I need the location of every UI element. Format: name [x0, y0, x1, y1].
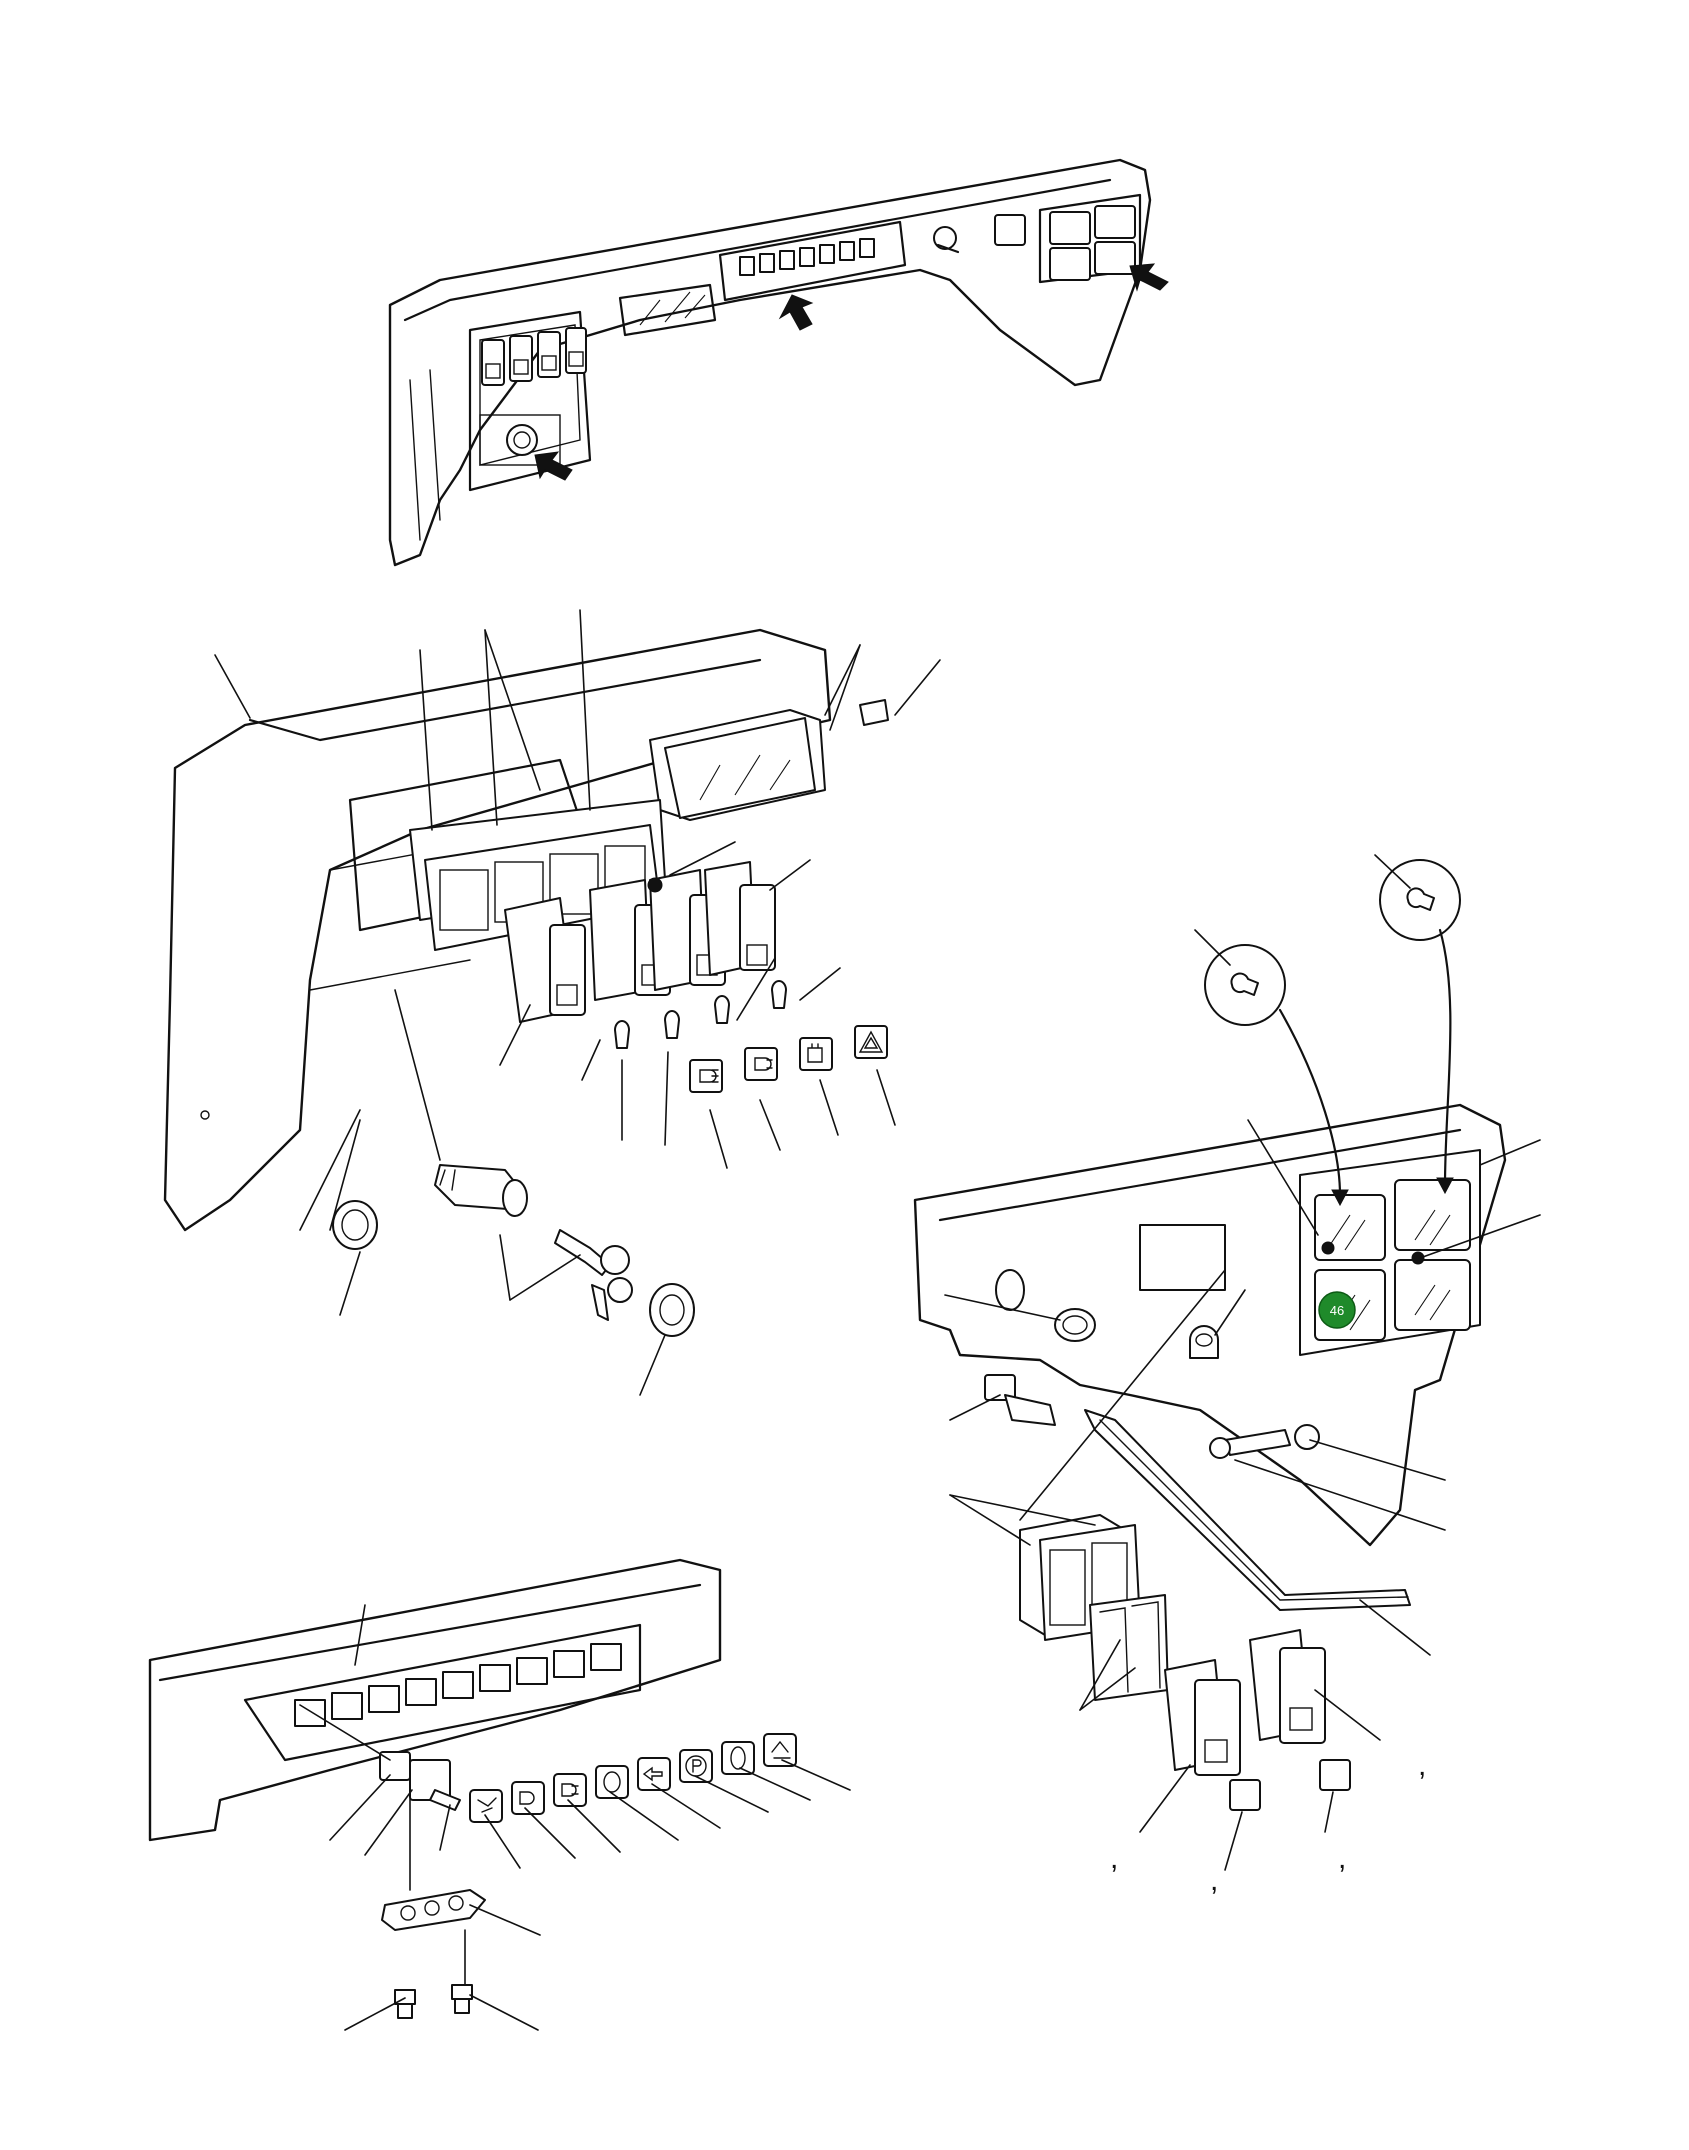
left-switch-cluster-detail — [163, 609, 941, 1396]
arrow-icon — [642, 1766, 663, 1782]
lamp-lens-row — [469, 1733, 797, 1823]
bulb-icon — [614, 980, 787, 1049]
fan-icon — [771, 1740, 791, 1759]
ignition-barrel — [434, 1164, 528, 1217]
lamp-icon — [561, 1783, 579, 1797]
rocker-switches — [1164, 1629, 1351, 1811]
lens-caps — [689, 1025, 888, 1093]
leader-lines — [214, 609, 941, 1396]
arrow-icon — [778, 294, 814, 331]
exploded-frame — [1019, 1514, 1169, 1701]
warning-lamp-strip — [718, 220, 907, 302]
left-rocker-bank — [481, 327, 587, 386]
lamp-icon — [807, 1043, 823, 1063]
warning-triangle-icon — [858, 1030, 884, 1053]
toggle-switch — [984, 1374, 1056, 1426]
lamp-icon — [754, 1057, 773, 1071]
separator-mark: , — [1418, 1749, 1426, 1782]
blanking-plug — [1054, 1308, 1096, 1342]
screws — [394, 1984, 473, 2019]
grommet — [332, 1200, 378, 1250]
right-switch-cluster-detail: 46 — [913, 854, 1541, 1897]
dashboard-overview — [388, 158, 1169, 567]
lamp-strip-cells — [294, 1643, 622, 1727]
callout-label: 46 — [1330, 1303, 1344, 1318]
separator-mark: , — [1338, 1842, 1346, 1875]
screw-and-washer — [1209, 1424, 1320, 1459]
gasket-strip — [1084, 1409, 1411, 1611]
arrow-icon — [1129, 263, 1169, 292]
lower-lamp-strip-detail — [148, 1558, 851, 2031]
separator-mark: , — [1210, 1864, 1218, 1897]
headlamp-icon — [699, 1069, 719, 1083]
mounting-bracket — [381, 1889, 486, 1931]
bulb-detail-magnifiers — [1204, 859, 1461, 1207]
horn-icon — [477, 1797, 497, 1813]
callout-circle — [1318, 1291, 1356, 1329]
callout-marker: 46 — [1318, 1291, 1356, 1329]
right-rocker-bank — [1038, 193, 1142, 284]
leader-lines — [944, 854, 1541, 1871]
arrow-icon — [534, 451, 573, 481]
lens-housing — [649, 699, 889, 821]
separator-mark: , — [1110, 1842, 1118, 1875]
bezel-ring — [649, 1283, 695, 1337]
key-icon — [554, 1229, 633, 1321]
bulb-icon — [1230, 972, 1259, 996]
bulb-holder — [1189, 1325, 1219, 1359]
leader-lines — [299, 1604, 851, 2031]
bulb-icon — [1406, 887, 1435, 911]
lamp-icon — [519, 1791, 535, 1805]
ignition-switch — [479, 414, 561, 466]
rocker-switches — [504, 861, 776, 1023]
